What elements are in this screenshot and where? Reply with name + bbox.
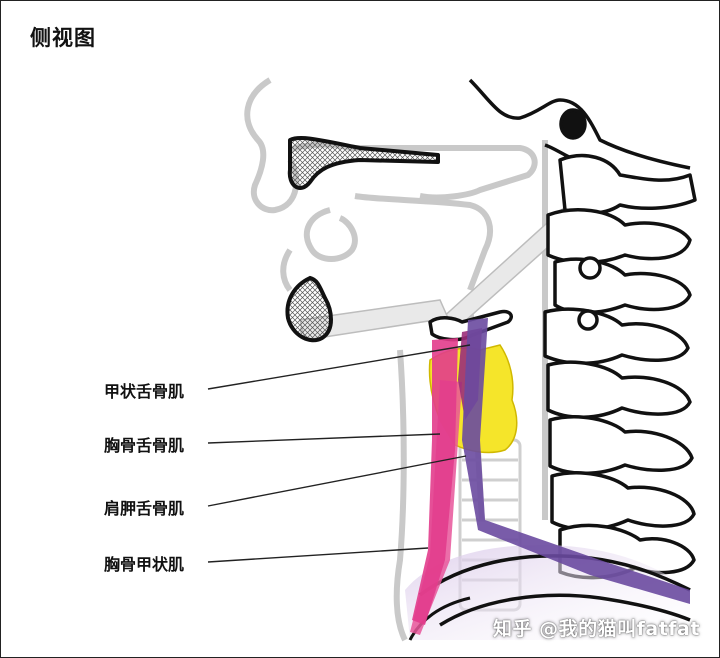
leader-line-thyrohyoid xyxy=(207,344,471,390)
mandible xyxy=(285,275,333,343)
skull-base xyxy=(468,78,691,170)
cervical-spine xyxy=(543,153,697,580)
label-sternothyroid: 胸骨甲状肌 xyxy=(104,555,185,574)
label-thyrohyoid: 甲状舌骨肌 xyxy=(104,382,185,401)
watermark: 知乎 @我的猫叫fatfat xyxy=(493,618,700,640)
omohyoid-muscle xyxy=(462,318,690,604)
leader-line-sternohyoid xyxy=(207,433,441,444)
leader-lines xyxy=(207,344,471,563)
label-sternohyoid: 胸骨舌骨肌 xyxy=(104,436,185,455)
hard-palate xyxy=(287,136,440,190)
leader-line-omohyoid xyxy=(207,455,467,507)
leader-line-sternothyroid xyxy=(207,547,429,563)
sternohyoid-muscle xyxy=(412,338,458,625)
diagram-title: 侧视图 xyxy=(30,26,96,50)
label-omohyoid: 肩胛舌骨肌 xyxy=(104,499,185,518)
